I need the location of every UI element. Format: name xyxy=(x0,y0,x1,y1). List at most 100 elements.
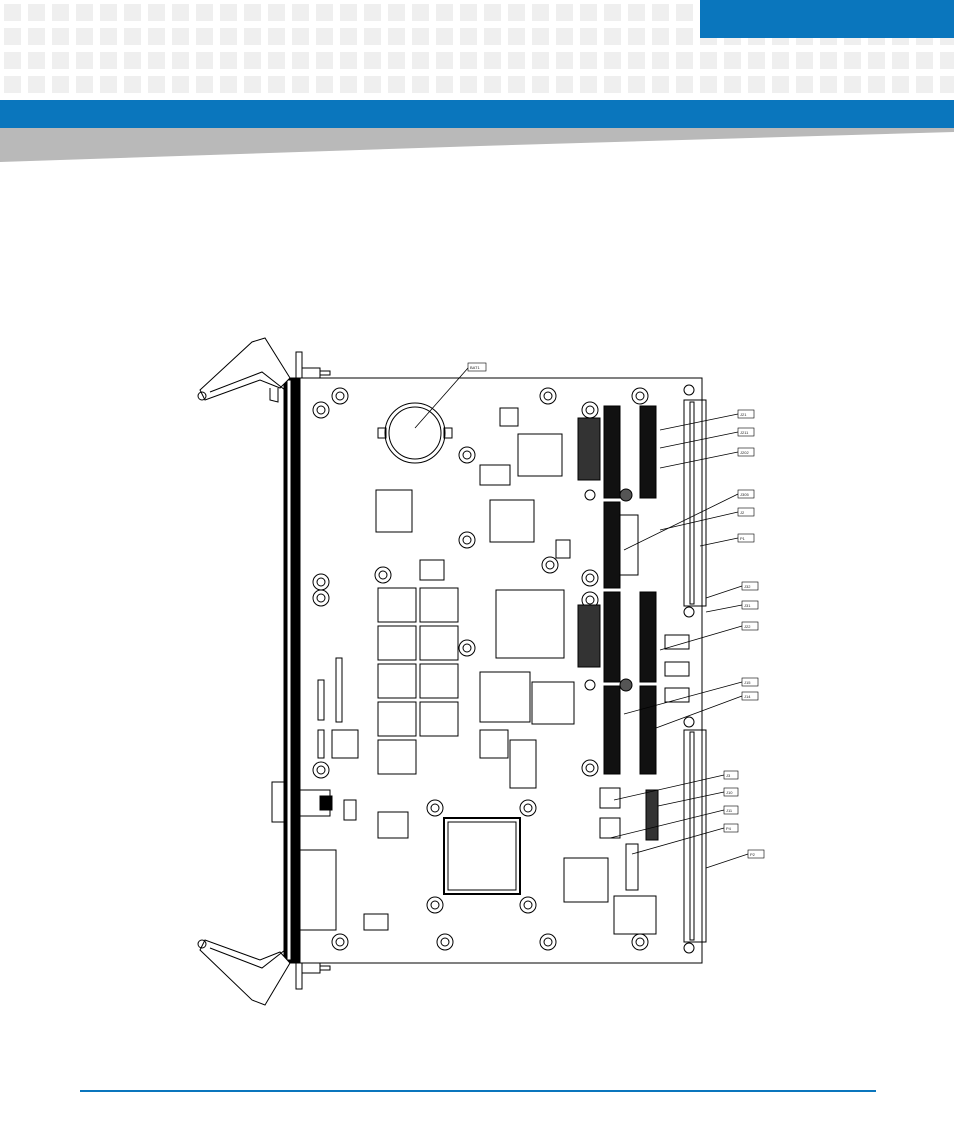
header-pattern-square xyxy=(724,76,741,93)
header-pattern-square xyxy=(676,52,693,69)
header-pattern-square xyxy=(76,4,93,21)
header-pattern-square xyxy=(268,76,285,93)
board-connectors xyxy=(577,405,659,841)
front-panel-connector xyxy=(271,781,285,823)
header-pattern-square xyxy=(4,76,21,93)
header-pattern-square xyxy=(316,52,333,69)
header-pattern-square xyxy=(892,76,909,93)
header-pattern-square xyxy=(460,52,477,69)
header-pattern-square xyxy=(652,52,669,69)
header-pattern-square xyxy=(316,76,333,93)
header-pattern-square xyxy=(148,28,165,45)
header-pattern-square xyxy=(196,76,213,93)
header-pattern-square xyxy=(820,76,837,93)
header-pattern-square xyxy=(796,76,813,93)
header-pattern-square xyxy=(604,76,621,93)
header-pattern-square xyxy=(52,52,69,69)
header-accent-block xyxy=(700,0,954,38)
header-pattern-square xyxy=(388,76,405,93)
header-pattern-square xyxy=(700,76,717,93)
label-c2: J211 xyxy=(740,430,749,435)
header-pattern-square xyxy=(772,76,789,93)
processor xyxy=(495,589,565,659)
header-pattern-square xyxy=(508,4,525,21)
component-labels: BAT1 J21 J211 J202 J305 J2 P1 J32 J31 J2… xyxy=(467,362,765,859)
header-pattern-square xyxy=(4,28,21,45)
header-pattern-square xyxy=(220,4,237,21)
header-pattern-square xyxy=(628,28,645,45)
header-pattern-square xyxy=(316,4,333,21)
header-pattern-square xyxy=(508,28,525,45)
header-pattern-square xyxy=(724,52,741,69)
top-ejector-handle xyxy=(197,337,331,403)
header-pattern-square xyxy=(340,76,357,93)
header-pattern-square xyxy=(340,52,357,69)
header-pattern-square xyxy=(100,52,117,69)
label-c9: J22 xyxy=(744,624,751,629)
header-pattern-square xyxy=(484,76,501,93)
header-pattern-square xyxy=(28,76,45,93)
header-pattern-square xyxy=(940,76,954,93)
label-c16: P2 xyxy=(750,852,756,857)
header-pattern-square xyxy=(412,52,429,69)
label-c13: J10 xyxy=(726,790,733,795)
backplane-connectors xyxy=(683,384,707,954)
header-pattern-square xyxy=(556,4,573,21)
header-pattern-square xyxy=(460,28,477,45)
header-pattern-square xyxy=(604,4,621,21)
header-pattern-square xyxy=(676,4,693,21)
header-pattern-square xyxy=(676,28,693,45)
header-pattern-square xyxy=(76,76,93,93)
header-pattern-square xyxy=(316,28,333,45)
header-pattern-square xyxy=(652,4,669,21)
label-c8: J31 xyxy=(744,603,751,608)
header-pattern-square xyxy=(172,4,189,21)
header-pattern-square xyxy=(364,4,381,21)
bottom-ejector-handle xyxy=(197,939,331,1006)
header-swoosh xyxy=(0,128,954,162)
header-pattern-square xyxy=(556,28,573,45)
header-pattern-square xyxy=(364,28,381,45)
board-layout-diagram: BAT1 J21 J211 J202 J305 J2 P1 J32 J31 J2… xyxy=(197,337,765,1006)
header-pattern-square xyxy=(52,76,69,93)
header-pattern-square xyxy=(868,52,885,69)
header-pattern-square xyxy=(844,52,861,69)
header-pattern-square xyxy=(220,76,237,93)
header-pattern-square xyxy=(268,4,285,21)
label-c11: J14 xyxy=(744,694,751,699)
header-pattern-square xyxy=(148,52,165,69)
header-pattern-square xyxy=(124,76,141,93)
label-bat1: BAT1 xyxy=(470,365,480,370)
front-panel xyxy=(283,377,301,964)
header-pattern-square xyxy=(412,76,429,93)
header-pattern-square xyxy=(148,76,165,93)
header-pattern-square xyxy=(28,4,45,21)
header-pattern-square xyxy=(244,4,261,21)
header-pattern-square xyxy=(244,76,261,93)
battery xyxy=(377,402,453,464)
label-c7: J32 xyxy=(744,584,751,589)
header-pattern-square xyxy=(628,52,645,69)
header-pattern-square xyxy=(556,52,573,69)
header-pattern-square xyxy=(916,76,933,93)
header-pattern-square xyxy=(172,52,189,69)
label-c3: J202 xyxy=(740,450,749,455)
header-pattern-square xyxy=(532,4,549,21)
header-pattern-square xyxy=(484,28,501,45)
header-pattern-square xyxy=(268,28,285,45)
fpga xyxy=(443,817,521,895)
header-pattern-square xyxy=(268,52,285,69)
header-pattern-square xyxy=(340,4,357,21)
header-pattern-square xyxy=(28,28,45,45)
label-c15: P4 xyxy=(726,826,732,831)
header-pattern-square xyxy=(916,52,933,69)
header-pattern-square xyxy=(196,28,213,45)
header-pattern-square xyxy=(364,76,381,93)
header-pattern-square xyxy=(124,4,141,21)
header-pattern-square xyxy=(652,76,669,93)
board-outline xyxy=(289,377,703,964)
header-pattern-square xyxy=(124,28,141,45)
header-pattern-square xyxy=(580,28,597,45)
header-pattern-square xyxy=(100,76,117,93)
header-pattern-square xyxy=(196,4,213,21)
